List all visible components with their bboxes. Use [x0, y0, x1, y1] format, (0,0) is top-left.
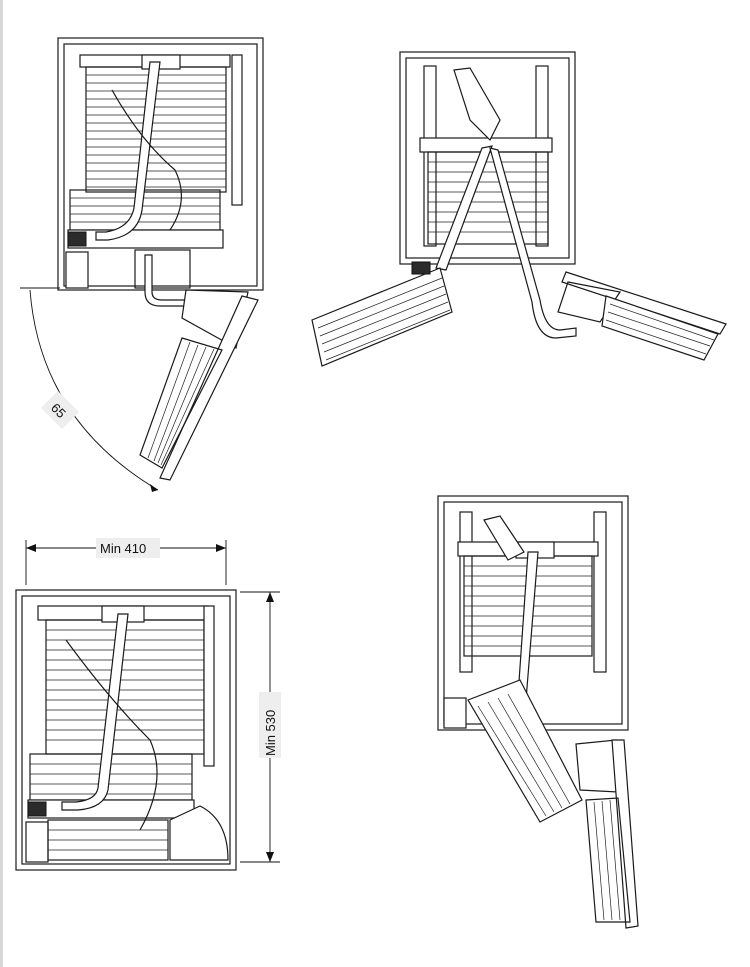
rear-wire-basket	[37, 605, 215, 767]
left-pulled-basket	[311, 261, 453, 367]
cable-path	[65, 639, 158, 831]
height-arrow-top	[266, 592, 274, 602]
right-arm	[489, 147, 577, 339]
outer-swung-basket	[575, 739, 639, 929]
hinge-plate	[25, 821, 49, 863]
angle-arrowhead	[150, 484, 158, 492]
cable-path	[111, 89, 183, 231]
top-hinge	[483, 515, 525, 561]
left-post	[423, 65, 437, 247]
view-pulled-out	[311, 51, 727, 367]
cabinet-inner-frame	[405, 57, 570, 259]
left-arm	[435, 145, 493, 271]
width-label: Min 410	[100, 541, 146, 556]
right-post	[535, 65, 549, 247]
pivot-arm	[95, 61, 161, 241]
right-post	[593, 511, 607, 673]
top-hinge	[453, 67, 501, 142]
hinge-plate	[443, 697, 467, 729]
view-closed-swing: 65	[20, 37, 264, 492]
height-label-box	[259, 692, 281, 758]
cabinet-inner-frame	[63, 43, 258, 287]
angle-label-box	[40, 390, 80, 430]
angle-arc	[29, 289, 159, 491]
left-edge-strip	[0, 0, 3, 967]
height-label: Min 530	[263, 710, 278, 756]
right-pulled-basket	[557, 271, 727, 361]
width-arrow-left	[26, 544, 36, 552]
width-arrow-right	[216, 544, 226, 552]
lower-basket	[47, 805, 229, 861]
swung-basket	[139, 289, 259, 481]
view-swinging	[437, 495, 639, 929]
left-post	[459, 511, 473, 673]
height-arrow-bottom	[266, 852, 274, 862]
swinging-basket	[467, 679, 583, 823]
pivot-arm	[61, 613, 129, 811]
hinge-plate	[65, 251, 89, 289]
base-bracket	[134, 249, 191, 289]
cabinet-inner-frame	[21, 595, 231, 865]
width-label-box	[96, 538, 160, 558]
center-wire-basket	[419, 137, 553, 245]
view-dimensions: Min 410	[15, 538, 281, 871]
